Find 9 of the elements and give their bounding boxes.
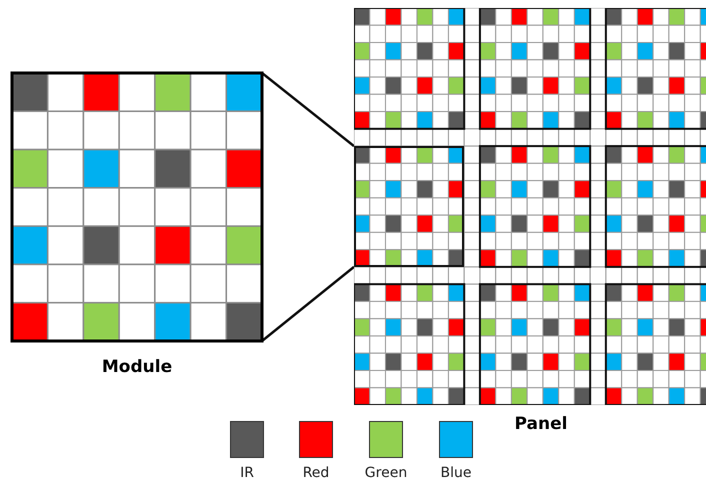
legend-label: Green (364, 465, 408, 481)
legend-label: Red (302, 465, 330, 481)
legend-label: Blue (440, 465, 472, 481)
zoom-line (261, 266, 355, 342)
zoom-line (261, 72, 355, 148)
grid-title: Module (100, 357, 174, 377)
grid-title: Panel (514, 414, 568, 434)
module-outline (354, 146, 464, 267)
legend-label: IR (239, 465, 255, 481)
